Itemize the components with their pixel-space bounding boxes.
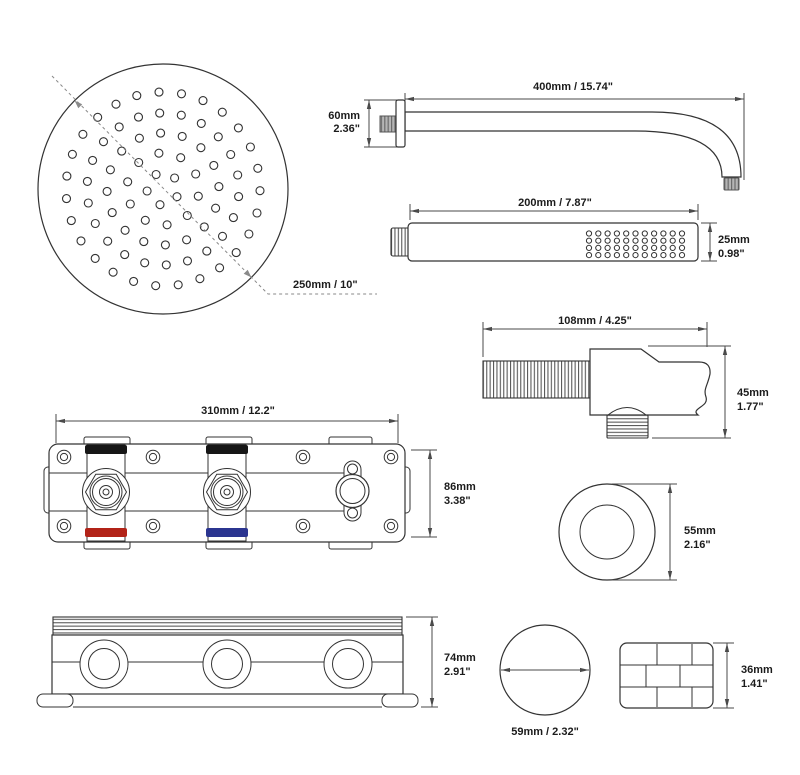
dimension-label: 108mm / 4.25" bbox=[558, 315, 632, 327]
cartridge-cap-band-cold bbox=[206, 445, 248, 454]
cold-valve-cartridge bbox=[203, 468, 251, 516]
shower-head-holes bbox=[61, 87, 265, 291]
knob-outline bbox=[619, 642, 714, 709]
dimension-label: 1.77" bbox=[737, 401, 764, 413]
trim-ring-drawing: 55mm 2.16" bbox=[558, 483, 716, 581]
dimension-holder-height: 45mm 1.77" bbox=[648, 345, 769, 439]
dimension-valve-width: 310mm / 12.2" bbox=[55, 405, 399, 443]
valve-side-top-rail bbox=[52, 616, 403, 636]
mounting-screws bbox=[56, 449, 399, 534]
dimension-valve-side-height: 74mm 2.91" bbox=[406, 616, 476, 708]
dimension-knob-height: 36mm 1.41" bbox=[713, 642, 773, 709]
hand-shower-drawing: 200mm / 7.87" 25mm 0.98" bbox=[390, 197, 750, 262]
dimension-label: 310mm / 12.2" bbox=[201, 405, 275, 417]
diameter-arrowhead-lower bbox=[243, 269, 252, 278]
shower-arm-drawing: 400mm / 15.74" 60mm 2.36" bbox=[328, 81, 745, 191]
dimension-label: 59mm / 2.32" bbox=[511, 726, 579, 738]
dimension-label: 55mm bbox=[684, 525, 716, 537]
hot-indicator-band bbox=[85, 528, 127, 537]
trim-ring-inner bbox=[579, 504, 635, 560]
cold-indicator-band bbox=[206, 528, 248, 537]
handle-knurled-side-drawing: 36mm 1.41" bbox=[619, 642, 773, 709]
dimension-label: 2.36" bbox=[333, 123, 360, 135]
dimension-label: 86mm bbox=[444, 481, 476, 493]
dimension-label: 200mm / 7.87" bbox=[518, 197, 592, 209]
shower-holder-drawing: 108mm / 4.25" 45mm 1.77" bbox=[482, 315, 769, 439]
diameter-leader-dashed bbox=[51, 75, 377, 295]
dimension-wand-diameter: 25mm 0.98" bbox=[701, 222, 750, 262]
arm-wall-nipple bbox=[379, 115, 397, 133]
dimension-label: 400mm / 15.74" bbox=[533, 81, 613, 93]
diameter-arrowhead-upper bbox=[74, 100, 83, 109]
cartridge-cap-band-hot bbox=[85, 445, 127, 454]
wand-inlet-thread bbox=[390, 227, 410, 257]
holder-threaded-pipe bbox=[482, 360, 591, 399]
diverter-port bbox=[335, 460, 370, 522]
dimension-label: 60mm bbox=[328, 110, 360, 122]
hot-valve-cartridge bbox=[82, 468, 130, 516]
dimension-label: 1.41" bbox=[741, 678, 768, 690]
valve-body-front-drawing: 310mm / 12.2" bbox=[43, 405, 476, 550]
dimension-label: 36mm bbox=[741, 664, 773, 676]
valve-body-side-drawing: 74mm 2.91" bbox=[36, 616, 476, 708]
valve-side-ports bbox=[79, 639, 373, 689]
dimension-label: 3.38" bbox=[444, 495, 471, 507]
dimension-valve-height: 86mm 3.38" bbox=[411, 449, 476, 538]
holder-outlet-thread bbox=[606, 414, 649, 439]
knurl-pattern bbox=[620, 644, 713, 707]
holder-body bbox=[589, 348, 711, 416]
trim-ring-outer bbox=[558, 483, 656, 581]
holder-outlet-dome bbox=[607, 407, 647, 416]
dimension-wand-length: 200mm / 7.87" bbox=[409, 197, 699, 220]
valve-side-foot-right bbox=[381, 693, 419, 708]
dimension-label: 250mm / 10" bbox=[293, 279, 358, 291]
dimension-arm-flange: 60mm 2.36" bbox=[328, 99, 398, 148]
arm-wall-flange bbox=[395, 99, 406, 148]
rain-shower-head-drawing: 250mm / 10" bbox=[37, 63, 377, 315]
valve-side-foot-left bbox=[36, 693, 74, 708]
dimension-label: 2.16" bbox=[684, 539, 711, 551]
dimension-label: 25mm bbox=[718, 234, 750, 246]
wand-nozzle-holes bbox=[585, 230, 686, 259]
handle-face-drawing: 59mm / 2.32" bbox=[499, 624, 591, 738]
dimension-label: 0.98" bbox=[718, 248, 745, 260]
dimension-trim-diameter: 55mm 2.16" bbox=[612, 483, 716, 581]
dimension-holder-length: 108mm / 4.25" bbox=[482, 315, 708, 357]
dimension-label: 2.91" bbox=[444, 666, 471, 678]
arm-outlet-thread bbox=[723, 177, 740, 191]
dimension-label: 45mm bbox=[737, 387, 769, 399]
dimension-label: 74mm bbox=[444, 652, 476, 664]
arm-tube bbox=[404, 111, 742, 178]
